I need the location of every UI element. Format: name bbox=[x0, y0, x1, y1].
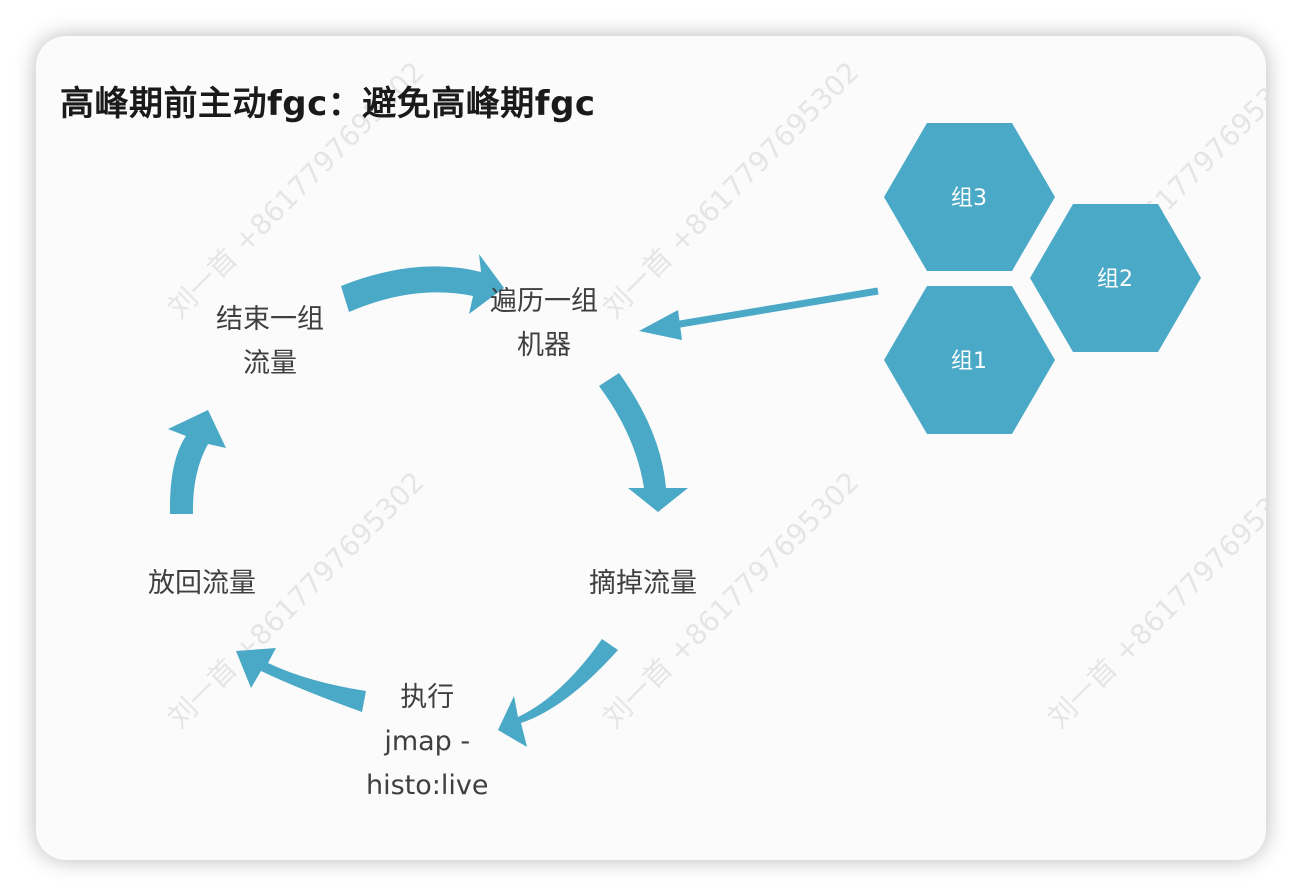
hexagon-group-1-label: 组1 bbox=[951, 349, 987, 374]
step-line: 流量 bbox=[243, 348, 297, 379]
hexagon-group-3 bbox=[884, 123, 1055, 271]
step-line: 结束一组 bbox=[216, 304, 324, 335]
cycle-arrow-top bbox=[341, 254, 504, 314]
group-feed-arrowhead bbox=[639, 310, 682, 340]
cycle-arrow-bottom-right bbox=[498, 639, 618, 747]
hexagon-group-1 bbox=[884, 286, 1055, 434]
step-line: 放回流量 bbox=[148, 568, 256, 599]
step-traverse-group: 遍历一组 机器 bbox=[490, 280, 598, 368]
step-line: jmap - bbox=[384, 726, 471, 757]
step-line: 摘掉流量 bbox=[589, 568, 697, 599]
cycle-arrow-left bbox=[168, 410, 226, 514]
step-finish-group: 结束一组 流量 bbox=[216, 298, 324, 386]
cycle-arrow-bottom-left bbox=[236, 648, 366, 712]
step-restore-traffic: 放回流量 bbox=[148, 562, 256, 606]
step-line: histo:live bbox=[366, 770, 489, 801]
slide-card: 刘一首 +8617797695302 刘一首 +8617797695302 刘一… bbox=[36, 36, 1266, 860]
cycle-arrow-right bbox=[599, 373, 688, 512]
cycle-diagram: 组3 组2 组1 bbox=[168, 123, 1201, 747]
hexagon-group-2 bbox=[1030, 204, 1201, 352]
step-line: 执行 bbox=[400, 682, 455, 713]
step-remove-traffic: 摘掉流量 bbox=[589, 562, 697, 606]
group-feed-line bbox=[673, 287, 879, 329]
step-run-jmap: 执行 jmap - histo:live bbox=[366, 676, 488, 808]
slide-title: 高峰期前主动fgc：避免高峰期fgc bbox=[60, 84, 596, 124]
hexagon-group-3-label: 组3 bbox=[951, 186, 987, 211]
step-line: 遍历一组 bbox=[490, 286, 598, 317]
step-line: 机器 bbox=[517, 330, 571, 361]
hexagon-group-2-label: 组2 bbox=[1097, 267, 1133, 292]
